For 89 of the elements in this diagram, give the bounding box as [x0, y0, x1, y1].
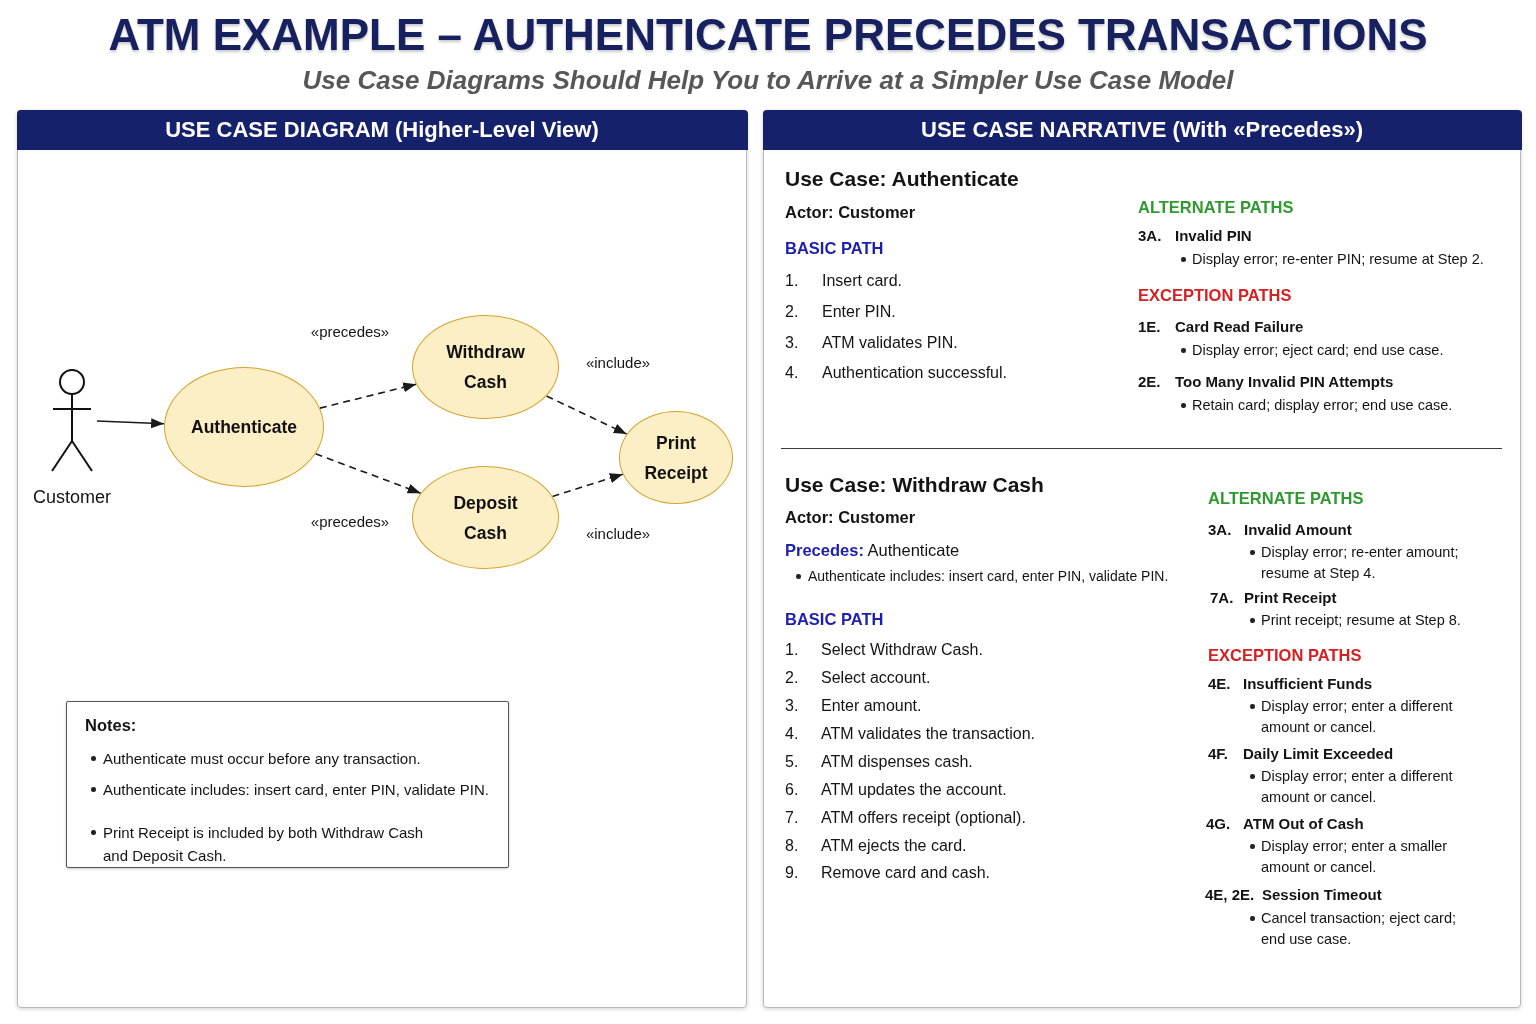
path-title: ATM Out of Cash: [1243, 814, 1364, 834]
note-item: Authenticate must occur before any transaction.: [89, 746, 421, 770]
section-heading: ALTERNATE PATHS: [1208, 488, 1364, 508]
step-text: Select Withdraw Cash.: [821, 640, 983, 660]
dashed-arrow: [314, 453, 422, 494]
path-code: 4E, 2E.: [1205, 885, 1255, 905]
bullet-item: Display error; enter a different amount or cancel.: [1249, 765, 1483, 808]
bullet-item: Print receipt; resume at Step 8.: [1249, 609, 1461, 631]
step-text: Select account.: [821, 668, 931, 688]
actor-name: Customer: [33, 486, 111, 508]
dashed-arrow: [545, 395, 628, 435]
notes-box: [66, 701, 509, 868]
actor-line: Actor: Customer: [785, 202, 916, 222]
step-text: Remove card and cash.: [821, 863, 990, 883]
step-number: 8.: [785, 836, 799, 856]
step-number: 1.: [785, 640, 799, 660]
step-text: ATM validates the transaction.: [821, 724, 1036, 744]
dashed-arrow: [551, 473, 624, 498]
step-text: ATM offers receipt (optional).: [821, 808, 1026, 828]
section-heading: EXCEPTION PATHS: [1138, 285, 1292, 305]
bullet-item: Display error; re-enter amount; resume at Step 4.: [1249, 541, 1483, 584]
path-code: 2E.: [1138, 372, 1161, 392]
path-code: 1E.: [1138, 317, 1161, 337]
note-item: Authenticate includes: insert card, enter PIN, validate PIN.: [89, 777, 490, 801]
step-number: 6.: [785, 780, 799, 800]
step-text: ATM dispenses cash.: [821, 752, 973, 772]
section-heading: EXCEPTION PATHS: [1208, 645, 1362, 665]
bullet-item: Display error; re-enter PIN; resume at Step 2.: [1180, 248, 1484, 270]
page-title: ATM EXAMPLE – AUTHENTICATE PRECEDES TRANSACTIONS: [108, 9, 1428, 61]
step-text: Enter amount.: [821, 696, 922, 716]
path-title: Invalid PIN: [1175, 226, 1252, 246]
dashed-arrow: [319, 382, 417, 409]
path-title: Card Read Failure: [1175, 317, 1304, 337]
step-text: Insert card.: [822, 271, 903, 291]
path-title: Print Receipt: [1244, 588, 1337, 608]
step-number: 3.: [785, 333, 799, 353]
section-heading: BASIC PATH: [785, 238, 884, 258]
path-code: 4E.: [1208, 674, 1231, 694]
person-icon: [51, 367, 93, 473]
path-title: Daily Limit Exceeded: [1243, 744, 1394, 764]
use-case-ellipse: Authenticate: [164, 367, 324, 487]
path-title: Invalid Amount: [1244, 520, 1352, 540]
panel-header: USE CASE NARRATIVE (With «Precedes»): [762, 109, 1522, 150]
step-text: Enter PIN.: [822, 302, 896, 322]
notes-heading: Notes:: [85, 715, 137, 735]
arrow: [96, 418, 165, 429]
step-number: 2.: [785, 668, 799, 688]
use-case-ellipse: Withdraw Cash: [412, 315, 559, 419]
bullet-item: Display error; enter a different amount or cancel.: [1249, 695, 1483, 738]
path-title: Insufficient Funds: [1243, 674, 1373, 694]
use-case-heading: Use Case: Withdraw Cash: [785, 472, 1044, 498]
narrative-panel: [763, 110, 1521, 1008]
step-number: 7.: [785, 808, 799, 828]
path-title: Too Many Invalid PIN Attempts: [1175, 372, 1394, 392]
bullet-item: Display error; eject card; end use case.: [1180, 339, 1444, 361]
use-case-ellipse: Deposit Cash: [412, 466, 559, 569]
note-item: Print Receipt is included by both Withdraw Cash and Deposit Cash.: [89, 820, 439, 867]
diagram-panel: [17, 110, 747, 1008]
path-title: Session Timeout: [1262, 885, 1382, 905]
actor-line: Actor: Customer: [785, 507, 916, 527]
step-text: ATM updates the account.: [821, 780, 1007, 800]
use-case-ellipse: Print Receipt: [619, 411, 733, 504]
step-text: ATM ejects the card.: [821, 836, 967, 856]
path-code: 3A.: [1138, 226, 1162, 246]
step-number: 1.: [785, 271, 799, 291]
step-number: 5.: [785, 752, 799, 772]
step-text: Authentication successful.: [822, 363, 1007, 383]
subtitle: Use Case Diagrams Should Help You to Arrive at a Simpler Use Case Model: [302, 64, 1234, 96]
edge-label: «precedes»: [308, 323, 392, 341]
step-number: 4.: [785, 724, 799, 744]
precedes-line: Precedes: Authenticate: [785, 540, 960, 560]
bullet-item: Cancel transaction; eject card; end use case.: [1249, 907, 1483, 950]
step-number: 3.: [785, 696, 799, 716]
section-heading: BASIC PATH: [785, 609, 884, 629]
section-heading: ALTERNATE PATHS: [1138, 197, 1294, 217]
path-code: 3A.: [1208, 520, 1232, 540]
step-number: 2.: [785, 302, 799, 322]
use-case-heading: Use Case: Authenticate: [785, 166, 1019, 192]
bullet-item: Retain card; display error; end use case.: [1180, 394, 1453, 416]
path-code: 4G.: [1206, 814, 1231, 834]
bullet-item: Authenticate includes: insert card, enter PIN, validate PIN.: [795, 566, 1169, 586]
bullet-item: Display error; enter a smaller amount or cancel.: [1249, 835, 1483, 878]
step-text: ATM validates PIN.: [822, 333, 958, 353]
path-code: 4F.: [1208, 744, 1228, 764]
step-number: 4.: [785, 363, 799, 383]
path-code: 7A.: [1210, 588, 1234, 608]
panel-header: USE CASE DIAGRAM (Higher-Level View): [16, 109, 748, 150]
step-number: 9.: [785, 863, 799, 883]
edge-label: «precedes»: [308, 513, 392, 531]
